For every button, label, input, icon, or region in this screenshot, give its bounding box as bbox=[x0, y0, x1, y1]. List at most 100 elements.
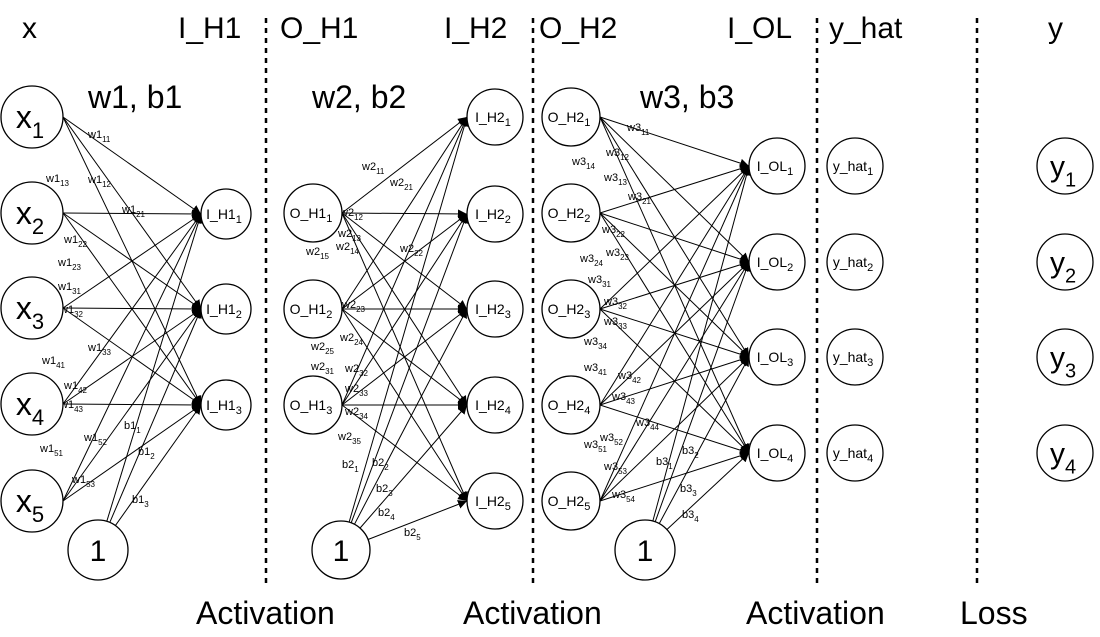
node-i-h2-1-label: I_H21 bbox=[475, 109, 511, 129]
b1-bias-edge-3 bbox=[114, 404, 202, 526]
w2-label-33: w233 bbox=[344, 383, 369, 398]
node-o-h2-4-label: O_H24 bbox=[548, 397, 591, 417]
node-i-h2-5-circle bbox=[466, 472, 524, 530]
node-i-h1-3-label: I_H13 bbox=[206, 397, 242, 417]
w1-label-42: w142 bbox=[63, 380, 88, 395]
node-o-h1-3-label: O_H13 bbox=[290, 397, 333, 417]
w2-label-15: w215 bbox=[305, 246, 330, 261]
w2-label-35: w235 bbox=[337, 431, 362, 446]
b2-bias-edge-4 bbox=[359, 404, 468, 529]
node-o-h2-5-circle bbox=[541, 471, 601, 531]
node-o-h2-1-label: O_H21 bbox=[548, 109, 591, 129]
w1-edge-41 bbox=[62, 213, 202, 405]
header-o-h1: O_H1 bbox=[280, 12, 358, 45]
header-y: y bbox=[1048, 12, 1063, 45]
node-i-ol-4-circle bbox=[748, 424, 806, 482]
b1-bias-edge-2 bbox=[109, 308, 202, 523]
b3-label-3: b33 bbox=[680, 483, 697, 498]
w3-label-24: w324 bbox=[579, 253, 604, 268]
node-y-4-label: y4 bbox=[1050, 438, 1076, 479]
node-o-h1-1-circle bbox=[283, 183, 343, 243]
node-i-ol-1-label: I_OL1 bbox=[757, 158, 793, 178]
footer-activation-2: Activation bbox=[463, 595, 602, 631]
w3-label-41: w341 bbox=[583, 362, 608, 377]
b2-label-2: b22 bbox=[372, 457, 389, 472]
w1-label-11: w111 bbox=[87, 129, 111, 144]
w2-label-12: w212 bbox=[339, 207, 364, 222]
w3-label-44: w344 bbox=[635, 417, 660, 432]
w2-edge-31 bbox=[341, 116, 468, 406]
node-x-5-circle bbox=[0, 469, 64, 533]
node-y-3-label: y3 bbox=[1050, 342, 1076, 383]
node-o-h2-3-circle bbox=[541, 279, 601, 339]
b2-bias-edge-2 bbox=[350, 213, 469, 524]
node-x-4-label: x4 bbox=[16, 386, 44, 430]
node-o-h1-3-circle bbox=[283, 375, 343, 435]
w1-label-23: w123 bbox=[57, 257, 82, 272]
b3-label-4: b34 bbox=[682, 509, 699, 524]
node-i-ol-3-circle bbox=[748, 328, 806, 386]
w3-label-43: w343 bbox=[611, 391, 636, 406]
b3-bias-edge-4 bbox=[666, 452, 750, 530]
node-i-h1-1-label: I_H11 bbox=[206, 206, 242, 226]
w3-label-32: w332 bbox=[603, 296, 628, 311]
bias-1-node bbox=[67, 519, 129, 581]
group-label-w3-b3: w3, b3 bbox=[639, 79, 734, 115]
node-y-hat-2-circle bbox=[826, 233, 884, 291]
w3-label-53: w353 bbox=[603, 461, 628, 476]
b2-label-5: b25 bbox=[404, 527, 421, 542]
w3-edge-52 bbox=[599, 261, 750, 502]
b3-label-2: b32 bbox=[682, 445, 699, 460]
w1-label-22: w122 bbox=[63, 234, 88, 249]
node-i-h2-5-label: I_H25 bbox=[475, 493, 511, 513]
node-y-2-label: y2 bbox=[1050, 247, 1076, 288]
node-i-ol-2-circle bbox=[748, 233, 806, 291]
w2-edge-11 bbox=[341, 116, 468, 214]
w2-edge-32 bbox=[341, 213, 468, 406]
w3-edge-21 bbox=[599, 164, 750, 214]
w1-label-21: w121 bbox=[121, 204, 146, 219]
b1-label-2: b12 bbox=[138, 446, 155, 461]
node-x-4-circle bbox=[0, 372, 64, 436]
b2-bias-edge-1 bbox=[348, 116, 469, 523]
w3-label-33: w333 bbox=[603, 316, 628, 331]
footer-activation-1: Activation bbox=[196, 595, 335, 631]
w1-label-51: w151 bbox=[39, 443, 64, 458]
node-i-ol-1-circle bbox=[748, 137, 806, 195]
b1-bias-edge-1 bbox=[106, 213, 203, 522]
footer-loss: Loss bbox=[960, 595, 1028, 631]
w3-edge-41 bbox=[599, 165, 750, 406]
w3-label-51: w351 bbox=[583, 439, 608, 454]
header-i-h1: I_H1 bbox=[178, 12, 241, 45]
node-i-ol-4-label: I_OL4 bbox=[757, 445, 793, 465]
w1-label-12: w112 bbox=[87, 174, 112, 189]
node-y-3-circle bbox=[1036, 328, 1094, 386]
w1-edge-21 bbox=[62, 209, 202, 219]
node-o-h1-1-label: O_H11 bbox=[290, 205, 333, 225]
w2-edge-33 bbox=[341, 308, 468, 406]
w2-label-32: w232 bbox=[344, 363, 369, 378]
b3-bias-edge-2 bbox=[654, 261, 751, 522]
w3-label-31: w331 bbox=[587, 274, 612, 289]
w2-label-11: w211 bbox=[361, 161, 385, 176]
node-y-2-circle bbox=[1036, 233, 1094, 291]
w2-label-14: w214 bbox=[335, 241, 360, 256]
w1-edge-53 bbox=[62, 404, 202, 502]
header-i-ol: I_OL bbox=[727, 12, 792, 45]
node-i-h1-2-circle bbox=[200, 283, 252, 335]
node-x-3-label: x3 bbox=[16, 290, 44, 334]
node-i-h1-3-circle bbox=[200, 379, 252, 431]
w3-label-52: w352 bbox=[599, 432, 624, 447]
w1-label-41: w141 bbox=[41, 355, 66, 370]
node-i-h1-2-label: I_H12 bbox=[206, 301, 242, 321]
w3-edge-11 bbox=[599, 116, 750, 168]
w3-label-11: w311 bbox=[626, 122, 650, 137]
w1-label-13: w113 bbox=[45, 173, 70, 188]
w2-label-31: w231 bbox=[310, 361, 335, 376]
node-i-h2-3-circle bbox=[466, 280, 524, 338]
b2-label-3: b23 bbox=[376, 483, 393, 498]
node-i-h1-1-circle bbox=[200, 188, 252, 240]
node-i-ol-3-label: I_OL3 bbox=[757, 349, 793, 369]
